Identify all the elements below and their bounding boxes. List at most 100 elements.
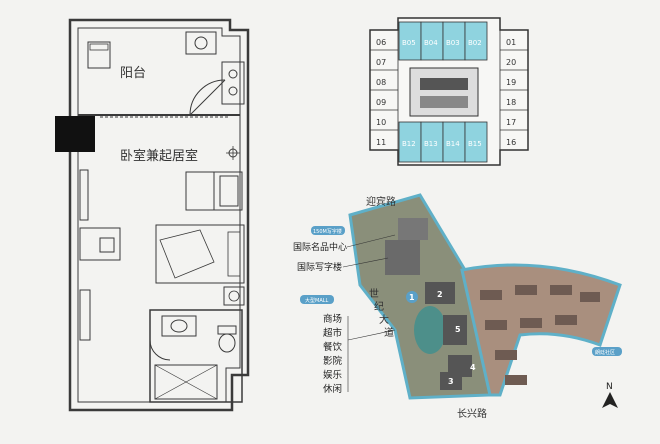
compass-n: N [606,382,613,392]
inner-wall [77,27,241,403]
room-label-bedroom: 卧室兼起居室 [120,148,198,164]
nightstand [223,286,245,306]
typical-floor-plan: 06 07 08 09 10 11 01 20 19 18 17 16 B05 … [369,17,529,166]
amenity-dining: 餐饮 [323,341,343,353]
leader-office [342,257,389,268]
stove [221,61,245,105]
residential-blocks [480,285,600,385]
toilet-tank [217,325,237,335]
unit-01: 01 [506,38,516,47]
bathroom [149,309,243,403]
unit-07: 07 [376,58,386,67]
label-b05: B05 [402,39,416,47]
toilet-bowl [218,333,236,353]
tv-console [79,169,89,221]
tag-community [592,347,622,356]
shower [154,364,218,400]
badge-1 [406,291,418,303]
door-swing [189,79,226,116]
leader-center [346,234,396,248]
lamp [228,290,240,302]
bnum-5: 5 [455,325,461,334]
label-b02: B02 [468,39,482,47]
bnum-1: 1 [409,293,415,302]
tag-mall [300,295,334,304]
bed-sheet [159,229,215,279]
coffee-table [219,175,239,207]
road-west-3: 大 [379,313,389,326]
outer-wall [68,18,250,412]
road-west-2: 纪 [374,301,384,313]
road-south: 长兴路 [457,407,487,420]
unit-10: 10 [376,118,386,127]
building-2 [425,282,455,304]
shower-x2 [154,364,218,400]
building-5 [443,315,467,345]
unit-08: 08 [376,78,386,87]
washbasin [161,315,197,337]
label-b14: B14 [446,140,460,148]
unit-09: 09 [376,98,386,107]
building-4 [448,355,472,377]
structural-column [55,116,95,152]
plaza [414,306,446,354]
burner-2 [228,86,238,96]
tag-office [311,226,345,235]
desk-chair [99,237,115,253]
washer-panel [89,43,109,51]
unit-18: 18 [506,98,516,107]
bed [155,224,245,284]
unit-b02 [464,21,488,61]
tag-community-label: 朗廷社区 [595,349,615,356]
site-map: 1 2 3 4 5 150M写字楼 大型MALL 朗廷社区 国际名品中心 国际写… [293,193,622,420]
unit-floor-plan [55,18,250,412]
door-leaf [189,79,226,116]
building-tower [385,240,420,275]
room-label-balcony: 阳台 [120,66,146,81]
side-unit-lines [370,30,528,150]
amenity-leisure: 休闲 [323,383,342,395]
bnum-2: 2 [437,290,443,299]
building-3 [440,372,462,390]
compass-arrow-icon [602,392,618,408]
label-b12: B12 [402,140,416,148]
label-brand-center: 国际名品中心 [293,241,347,253]
amenity-leader [347,329,396,341]
burner-1 [228,69,238,79]
bnum-4: 4 [470,363,476,372]
label-b13: B13 [424,140,438,148]
unit-b15 [464,121,488,163]
amenity-entertainment: 娱乐 [323,369,343,381]
unit-06: 06 [376,38,386,47]
label-b15: B15 [468,140,482,148]
desk [79,227,121,261]
building-center [398,218,428,240]
label-b04: B04 [424,39,438,47]
pillow [227,231,241,277]
road-west-1: 世 [369,288,379,300]
elevator-bank [420,78,468,90]
amenity-supermarket: 超市 [323,327,343,339]
unit-16: 16 [506,138,516,147]
amenity-cinema: 影院 [323,355,343,367]
unit-17: 17 [506,118,516,127]
basin-bowl [170,319,188,333]
unit-20: 20 [506,58,516,67]
stair [420,96,468,108]
sink-cabinet [185,31,217,55]
bath-door-swing [149,339,171,361]
core [409,67,479,117]
tag-mall-label: 大型MALL [305,297,329,304]
bnum-3: 3 [448,377,454,386]
label-b03: B03 [446,39,460,47]
sink-bowl [194,36,208,50]
unit-19: 19 [506,78,516,87]
road-north: 迎宾路 [366,195,396,208]
road-west-4: 道 [384,326,394,339]
washer [87,41,111,69]
unit-11: 11 [376,138,386,147]
amenity-mall: 商场 [323,313,342,325]
label-office-tower: 国际写字楼 [297,261,342,273]
